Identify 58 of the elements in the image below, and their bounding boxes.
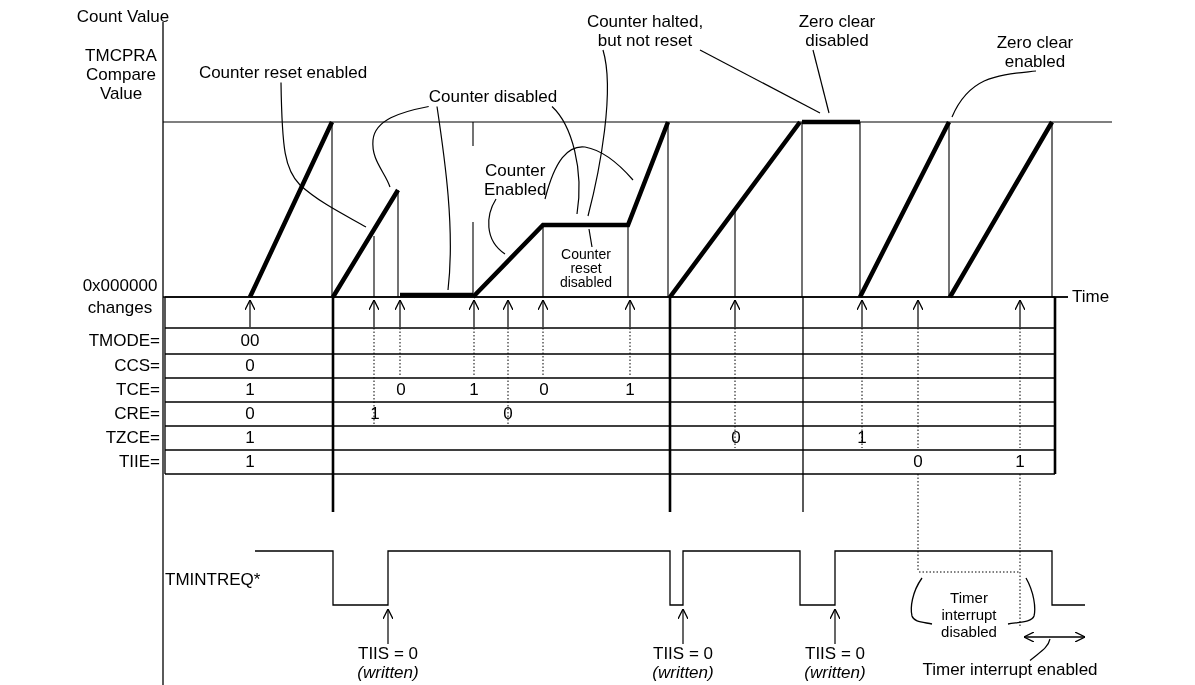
leader-line [1029,638,1051,662]
register-value: 1 [857,428,867,448]
register-name: TIIE= [118,452,160,472]
callout-text: Timer interrupt enabled [922,660,1098,680]
callout-text: Counter reset enabled [198,63,368,83]
note-text: (written) [804,663,866,683]
leader-line [488,198,506,255]
callout-text: Counter reset disabled [559,247,613,289]
leader-line [699,49,821,114]
register-value: 00 [240,331,260,351]
register-name: TMODE= [88,331,160,351]
register-name: CRE= [114,404,160,424]
register-value: 1 [245,380,255,400]
register-value: 1 [1015,452,1025,472]
register-value: 0 [731,428,741,448]
leader-line [551,105,580,215]
register-value: 1 [625,380,635,400]
callout-text: Counter disabled [428,87,558,107]
axis-label: Time [1072,287,1110,307]
leader-line [544,146,634,200]
note-text: (written) [357,663,419,683]
register-write-note: TIIS = 0 [653,643,713,663]
register-value: 0 [913,452,923,472]
note-text: Timer interrupt disabled [940,589,998,641]
register-value: 1 [245,452,255,472]
register-name: TZCE= [105,428,160,448]
note-text: (written) [652,663,714,683]
register-value: 0 [396,380,406,400]
register-write-note: TIIS = 0 [805,643,865,663]
callout-text: Zero clear enabled [990,32,1080,72]
axis-label: TMCPRA Compare Value [84,46,158,104]
callout-text: Counter Enabled [484,160,547,200]
leader-line [372,105,430,188]
axis-label: Count Value [76,7,170,27]
register-write-note: TIIS = 0 [358,643,418,663]
arrow [382,608,394,645]
axis-label: changes [87,298,153,318]
register-name: TCE= [116,380,160,400]
leader-line [812,49,830,114]
leader-line [588,228,593,248]
arrow [829,608,841,645]
register-value: 0 [503,404,513,424]
arrow [677,608,689,645]
register-name: CCS= [114,356,160,376]
register-value: 0 [245,404,255,424]
leader-line [280,81,367,228]
leader-line [587,49,608,217]
register-value: 1 [469,380,479,400]
signal-label: TMINTREQ* [165,570,261,590]
callout-text: Zero clear disabled [792,11,882,51]
leader-line [436,105,451,291]
leader-line [951,70,1037,118]
register-value: 1 [370,404,380,424]
callout-text: Counter halted, but not reset [582,11,708,51]
register-value: 0 [245,356,255,376]
axis-label: 0x000000 [82,276,158,296]
register-value: 0 [539,380,549,400]
register-value: 1 [245,428,255,448]
